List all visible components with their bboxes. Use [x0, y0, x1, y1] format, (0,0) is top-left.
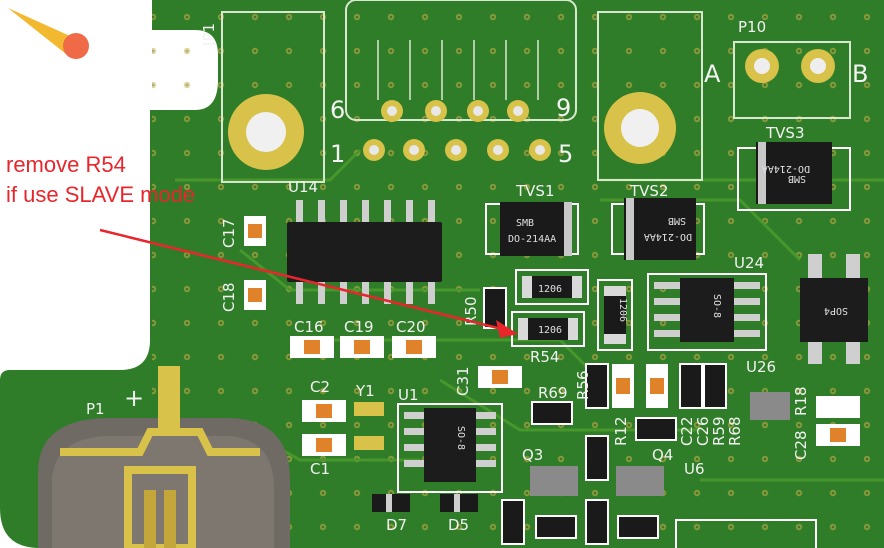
svg-text:SOP4: SOP4: [824, 305, 848, 316]
comet-icon: [8, 8, 89, 59]
label-c20: C20: [396, 318, 426, 336]
svg-text:DO-214AA: DO-214AA: [762, 163, 810, 174]
label-tvs1: TVS1: [515, 182, 555, 200]
svg-text:SMB: SMB: [516, 218, 534, 229]
label-p10: P10: [738, 18, 766, 36]
label-u6: U6: [684, 460, 705, 478]
tvs3-diode: [737, 142, 851, 211]
label-b: B: [852, 60, 868, 88]
svg-text:SO-8: SO-8: [711, 294, 722, 318]
sop4-chip: [800, 254, 868, 364]
label-c31: C31: [454, 366, 472, 396]
svg-text:DO-214AA: DO-214AA: [644, 231, 692, 242]
label-r69: R69: [538, 384, 568, 402]
label-tvs2: TVS2: [629, 182, 669, 200]
svg-text:1206: 1206: [617, 298, 628, 322]
u14-chip: [287, 200, 442, 304]
label-jp1: JP1: [200, 23, 218, 47]
label-c2: C2: [310, 378, 330, 396]
label-q3: Q3: [522, 446, 543, 464]
label-r56: R56: [574, 370, 592, 400]
q4-transistor: [616, 466, 664, 496]
label-pin9: 9: [556, 94, 571, 122]
label-r54: R54: [530, 348, 560, 366]
jp1-connector: [221, 11, 325, 183]
small-caps: [244, 216, 860, 456]
svg-text:SMB: SMB: [788, 173, 806, 184]
label-u14: U14: [288, 178, 318, 196]
label-u24: U24: [734, 254, 764, 272]
label-pin1: 1: [330, 140, 345, 168]
a-connector: [597, 11, 703, 181]
label-pin5: 5: [558, 140, 573, 168]
svg-text:SMB: SMB: [668, 215, 686, 226]
svg-text:SO-8: SO-8: [455, 426, 466, 450]
u1-chip: [397, 403, 503, 493]
r0603-resistors: [483, 287, 727, 545]
label-plus: +: [124, 384, 144, 412]
label-d7: D7: [386, 516, 407, 534]
db9-outline: [345, 0, 577, 121]
label-q4: Q4: [652, 446, 673, 464]
label-u26: U26: [746, 358, 776, 376]
label-u1: U1: [398, 386, 419, 404]
svg-text:DO-214AA: DO-214AA: [508, 234, 556, 245]
label-d5: D5: [448, 516, 469, 534]
annotation-line2: if use SLAVE mode: [6, 182, 196, 207]
d5-diode: [440, 494, 478, 512]
label-c1: C1: [310, 460, 330, 478]
r1206-vertical: [597, 279, 633, 351]
label-r18: R18: [792, 386, 810, 416]
r1206-a: [515, 269, 589, 305]
label-c18: C18: [220, 282, 238, 312]
svg-text:1206: 1206: [538, 325, 562, 336]
annotation-arrow: [99, 228, 518, 338]
label-r12: R12: [612, 416, 630, 446]
u6-footprint: [675, 519, 817, 548]
label-p1: P1: [86, 400, 105, 418]
p10-connector: [733, 41, 851, 119]
d7-diode: [372, 494, 410, 512]
label-r68: R68: [726, 416, 744, 446]
tvs2-diode: [611, 198, 705, 260]
label-pin6: 6: [330, 96, 345, 124]
battery-holder: [38, 366, 290, 548]
label-c28: C28: [792, 430, 810, 460]
label-c26: C26: [694, 416, 712, 446]
q3-transistor: [530, 466, 578, 496]
label-c17: C17: [220, 218, 238, 248]
tvs1-diode: [485, 202, 579, 256]
label-c22: C22: [678, 416, 696, 446]
u24-chip: [647, 273, 767, 351]
label-tvs3: TVS3: [765, 124, 805, 142]
label-a: A: [704, 60, 721, 88]
u26-part: [750, 392, 790, 420]
label-c16: C16: [294, 318, 324, 336]
chip-markings: SMB DO-214AA SMB DO-214AA DO-214AA SMB 1…: [455, 163, 848, 450]
svg-text:1206: 1206: [538, 284, 562, 295]
label-r59: R59: [710, 416, 728, 446]
annotation-line1: remove R54: [6, 152, 126, 177]
label-r50: R50: [462, 296, 480, 326]
db9-pins: [363, 100, 551, 161]
y1-crystal: [354, 402, 384, 416]
silkscreen-labels: JP1 P10 A B 6 9 1 5 U14 TVS1 TVS2 TVS3 C…: [86, 18, 868, 534]
label-y1: Y1: [355, 382, 375, 400]
r54-resistor: [511, 311, 585, 347]
label-c19: C19: [344, 318, 374, 336]
